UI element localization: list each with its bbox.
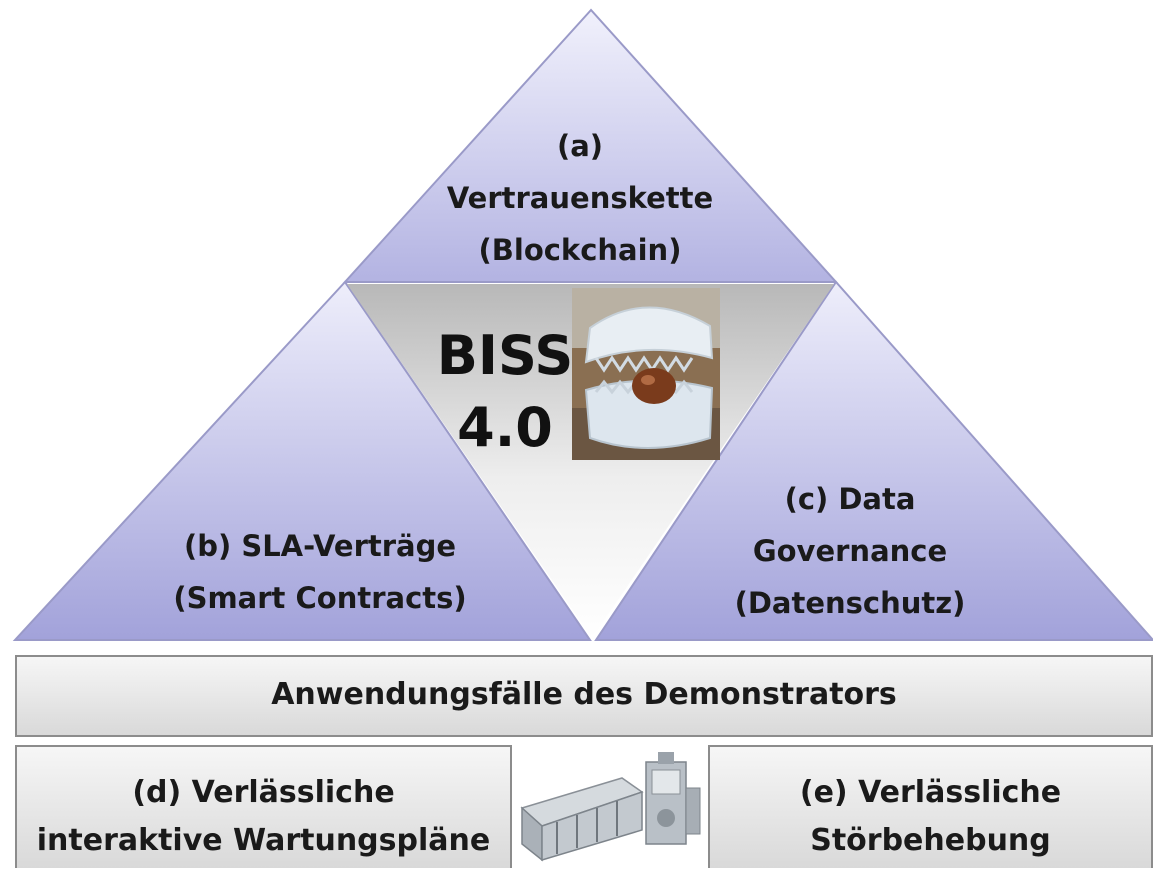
use-cases-label: Anwendungsfälle des Demonstrators bbox=[271, 677, 897, 712]
triangle-b-line-1: (b) SLA-Verträge bbox=[183, 529, 457, 563]
center-title-line-2: 4.0 bbox=[457, 396, 553, 459]
dental-model-photo bbox=[572, 288, 720, 460]
triangle-c-line-3: (Datenschutz) bbox=[734, 586, 966, 620]
use-case-d-box: (d) Verlässliche interaktive Wartungsplä… bbox=[15, 745, 512, 868]
triangle-a-label: (a) Vertrauenskette (Blockchain) bbox=[380, 120, 780, 276]
production-machine-photo bbox=[512, 748, 708, 868]
triangle-c-line-1: (c) Data bbox=[784, 482, 916, 516]
use-case-d-label: (d) Verlässliche interaktive Wartungsplä… bbox=[17, 769, 510, 865]
use-cases-bar: Anwendungsfälle des Demonstrators bbox=[15, 655, 1153, 737]
use-case-d-line-2: interaktive Wartungspläne bbox=[36, 823, 491, 858]
triangle-b-line-2: (Smart Contracts) bbox=[173, 581, 467, 615]
triangle-a bbox=[342, 8, 839, 283]
center-title-line-1: BISS bbox=[436, 324, 574, 387]
use-case-e-line-2: Störbehebung bbox=[810, 823, 1051, 858]
center-title: BISS 4.0 bbox=[430, 320, 580, 464]
triangle-b bbox=[12, 280, 592, 641]
triangle-b-label: (b) SLA-Verträge (Smart Contracts) bbox=[150, 520, 490, 624]
use-case-e-label: (e) Verlässliche Störbehebung bbox=[710, 769, 1151, 865]
triangle-c-line-2: Governance bbox=[752, 534, 948, 568]
triangle-a-line-2: Vertrauenskette bbox=[446, 181, 714, 215]
use-case-e-box: (e) Verlässliche Störbehebung bbox=[708, 745, 1153, 868]
triangle-a-line-1: (a) bbox=[556, 129, 604, 163]
triangle-c bbox=[594, 280, 1153, 641]
triangle-c-label: (c) Data Governance (Datenschutz) bbox=[700, 473, 1000, 629]
use-case-e-line-1: (e) Verlässliche bbox=[799, 775, 1062, 810]
triangle-a-line-3: (Blockchain) bbox=[478, 233, 682, 267]
use-case-d-line-1: (d) Verlässliche bbox=[132, 775, 395, 810]
